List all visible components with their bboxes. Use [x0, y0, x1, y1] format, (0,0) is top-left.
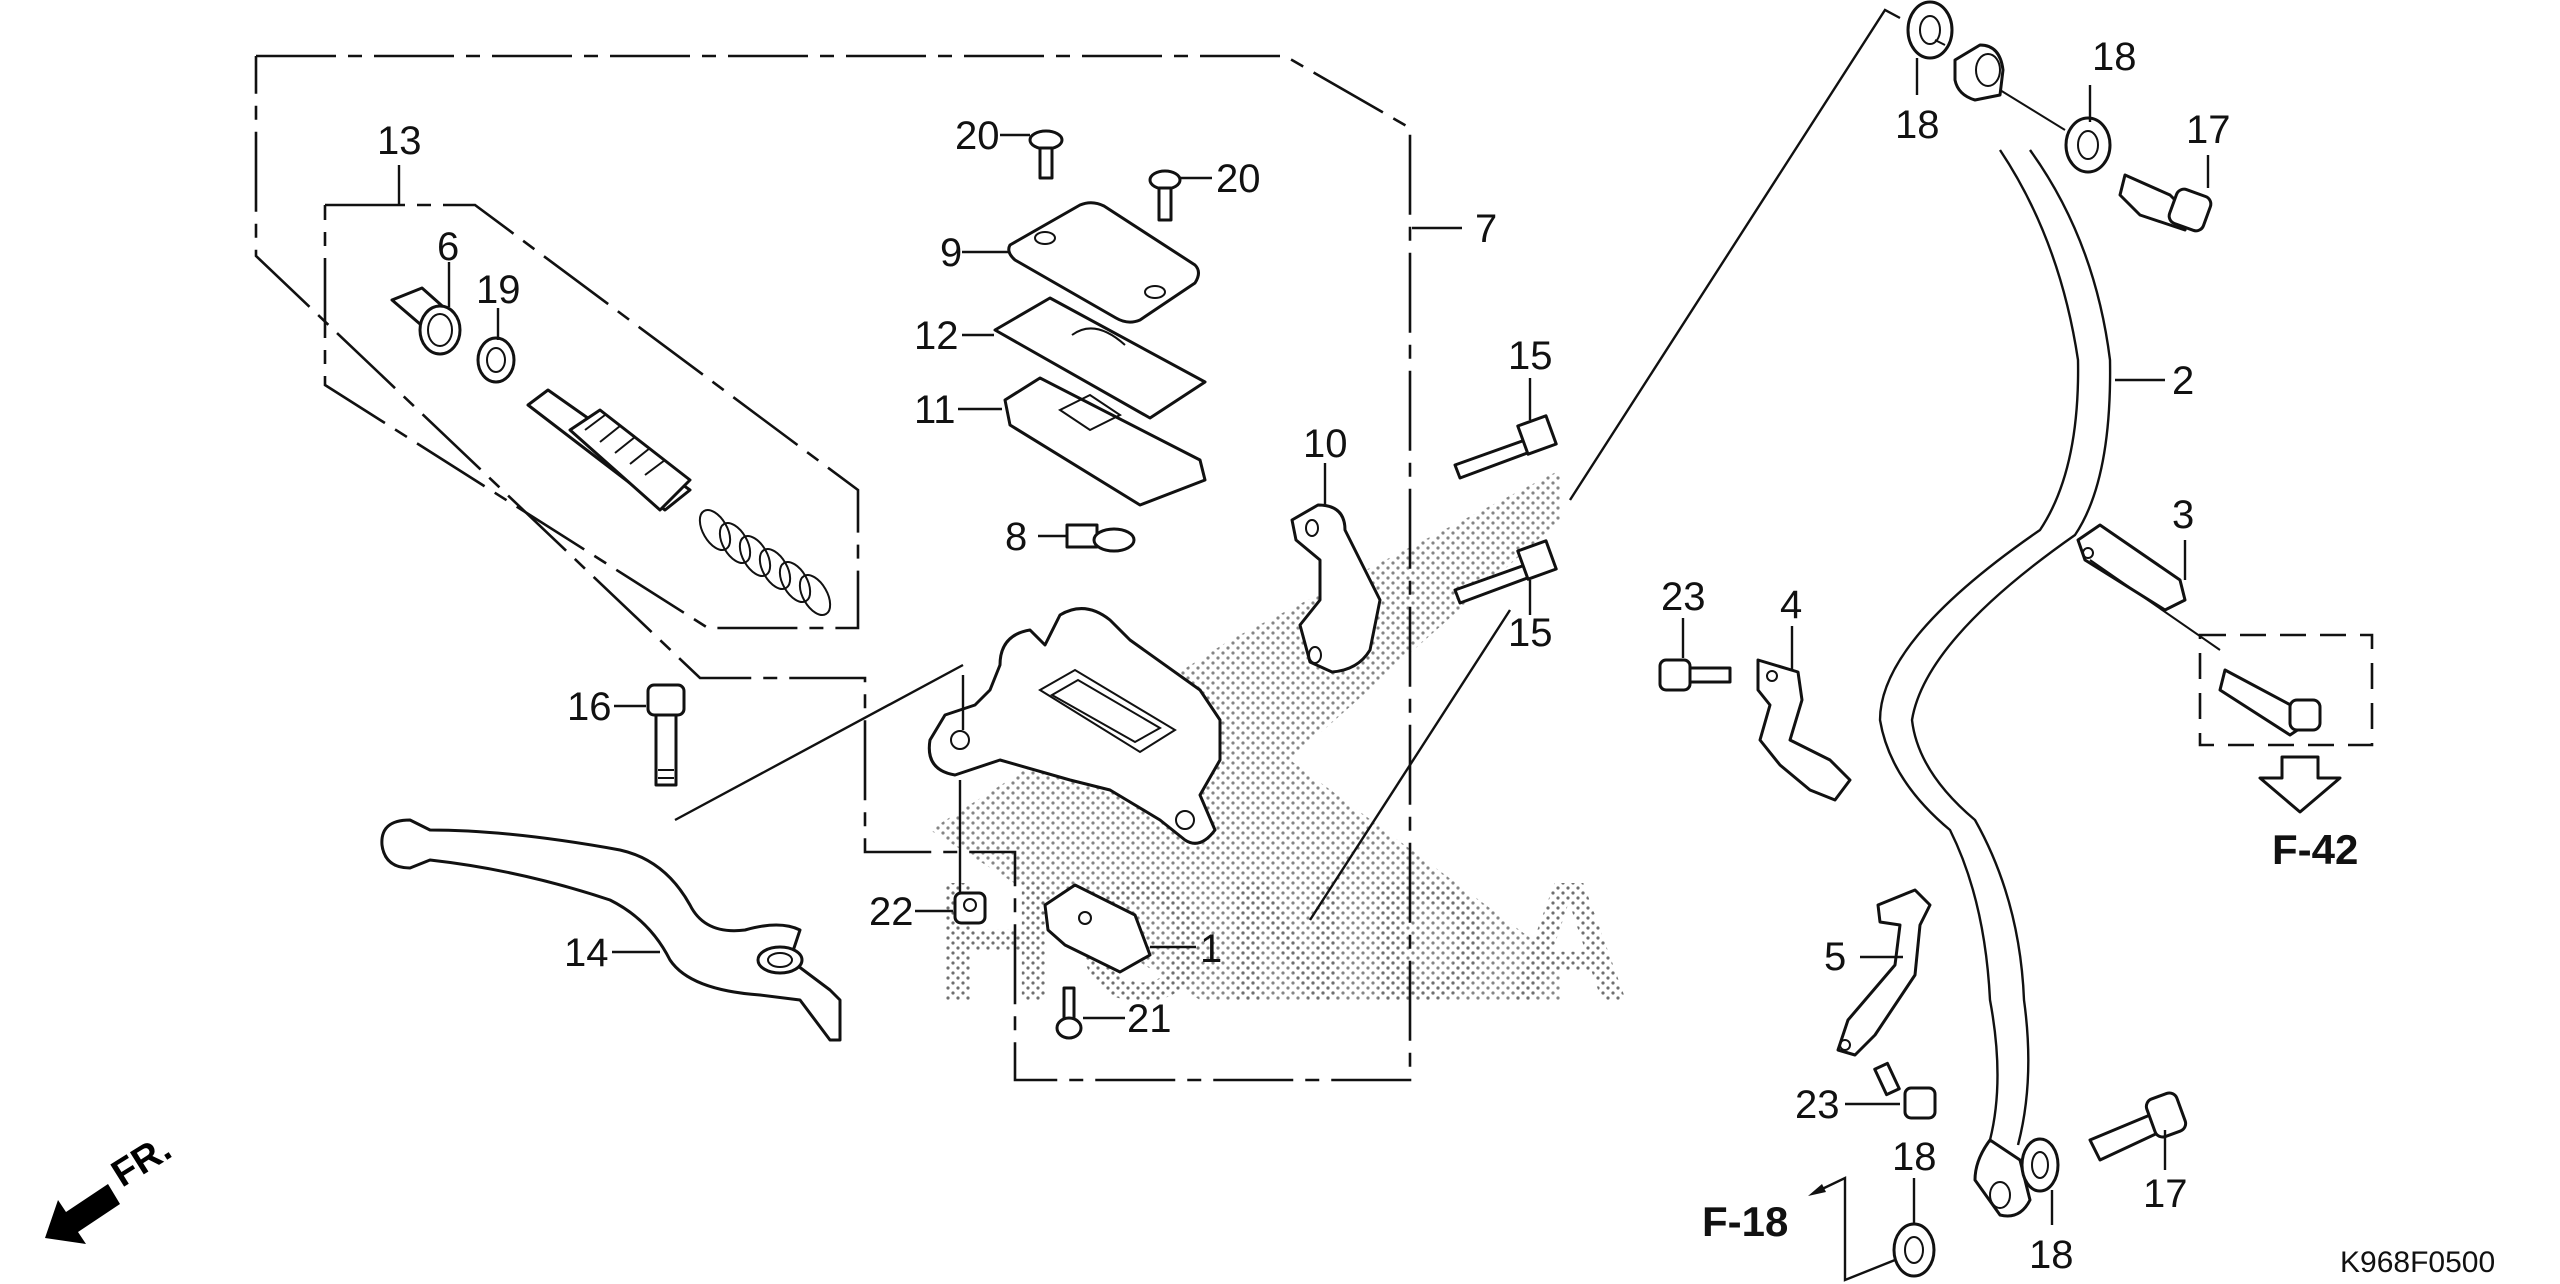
part-flange-bolt-bottom — [1845, 1061, 1937, 1120]
callout-21[interactable]: 21 — [1127, 997, 1172, 1041]
callout-20-left[interactable]: 20 — [955, 114, 1000, 158]
part-circlip — [476, 308, 516, 384]
part-hose-clamp — [2076, 523, 2221, 651]
assembly-13-boundary — [323, 165, 860, 630]
assembly-7-boundary — [254, 54, 1412, 1082]
part-flange-bolt-top — [1658, 618, 1732, 692]
callout-19[interactable]: 19 — [476, 268, 521, 312]
part-banjo-top — [1934, 39, 2005, 102]
part-brake-hose — [1878, 149, 2165, 1218]
part-hose-guide — [1756, 626, 1852, 802]
part-holder-bolt-b — [1453, 539, 1558, 615]
callout-5[interactable]: 5 — [1824, 935, 1846, 979]
reference-f42[interactable]: F-42 — [2272, 826, 2358, 873]
callout-8[interactable]: 8 — [1005, 515, 1027, 559]
part-piston — [526, 388, 692, 512]
callout-15-lower[interactable]: 15 — [1508, 611, 1553, 655]
callout-23-upper[interactable]: 23 — [1661, 575, 1706, 619]
part-washer-bottom-right — [2020, 1137, 2060, 1225]
part-small-plate — [1038, 523, 1136, 553]
callout-18-top-right[interactable]: 18 — [2092, 35, 2137, 79]
reference-f18[interactable]: F-18 — [1702, 1198, 1788, 1245]
callout-13[interactable]: 13 — [377, 119, 422, 163]
part-pivot-bolt — [614, 663, 964, 822]
part-cap-screw-a — [1000, 129, 1064, 180]
part-oil-bolt-bottom — [2088, 1091, 2188, 1170]
part-hose-stay — [1836, 888, 1932, 1057]
part-washer-top-left — [1906, 0, 1954, 95]
front-direction-label: FR. — [105, 1128, 179, 1196]
callout-4[interactable]: 4 — [1780, 583, 1802, 627]
callout-6[interactable]: 6 — [437, 225, 459, 269]
part-diaphragm-plate — [962, 296, 1207, 420]
part-master-cylinder-body — [927, 607, 1222, 845]
part-washer-bottom-left — [1808, 1176, 1936, 1282]
callout-12[interactable]: 12 — [914, 314, 959, 358]
part-brake-lever — [380, 818, 842, 1042]
callout-22[interactable]: 22 — [869, 890, 914, 934]
part-washer-top-right — [1999, 85, 2112, 174]
callout-18-top-left[interactable]: 18 — [1895, 103, 1940, 147]
front-arrow-icon — [45, 1184, 120, 1244]
part-spring — [698, 509, 832, 616]
part-holder — [1290, 463, 1382, 674]
callout-18-bottom-left[interactable]: 18 — [1892, 1135, 1937, 1179]
front-direction-indicator: FR. — [45, 1128, 179, 1244]
callout-1[interactable]: 1 — [1200, 927, 1222, 971]
part-pivot-nut — [915, 780, 987, 925]
callout-11[interactable]: 11 — [914, 388, 956, 432]
callout-23-lower[interactable]: 23 — [1795, 1083, 1840, 1127]
callout-labels: 1 2 3 4 5 6 7 8 9 10 11 12 13 14 15 15 1… — [377, 35, 2231, 1277]
callout-10[interactable]: 10 — [1303, 422, 1348, 466]
watermark-text: HONDA — [935, 847, 1648, 1037]
leader-lines — [1308, 8, 1901, 921]
callout-3[interactable]: 3 — [2172, 493, 2194, 537]
part-diaphragm — [958, 376, 1207, 507]
part-holder-bolt-a — [1453, 378, 1558, 480]
callout-18-bottom-right[interactable]: 18 — [2029, 1233, 2074, 1277]
part-switch-screw — [1055, 986, 1125, 1040]
callout-16[interactable]: 16 — [567, 685, 612, 729]
watermark: HONDA — [930, 470, 1648, 1037]
callout-17-lower[interactable]: 17 — [2143, 1172, 2188, 1216]
part-oil-bolt-top — [2118, 155, 2213, 233]
part-cap-screw-b — [1148, 169, 1212, 222]
callout-7[interactable]: 7 — [1475, 207, 1497, 251]
callout-17-upper[interactable]: 17 — [2186, 108, 2231, 152]
part-boot — [390, 262, 462, 356]
callout-20-right[interactable]: 20 — [1216, 157, 1261, 201]
callout-2[interactable]: 2 — [2172, 359, 2194, 403]
callout-15-upper[interactable]: 15 — [1508, 334, 1553, 378]
callout-9[interactable]: 9 — [940, 231, 962, 275]
figure-code: K968F0500 — [2340, 1246, 2495, 1279]
part-reservoir-cap — [962, 201, 1200, 324]
callout-14[interactable]: 14 — [564, 931, 609, 975]
ref-f42-box — [2198, 633, 2374, 814]
part-brake-switch — [1043, 883, 1196, 974]
